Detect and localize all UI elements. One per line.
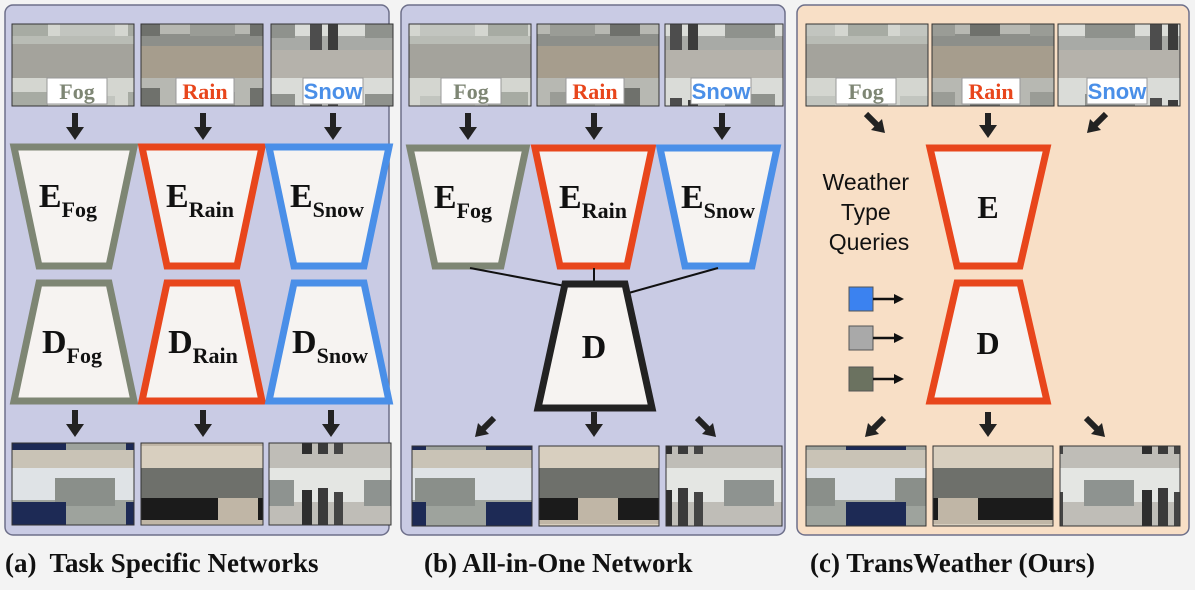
svg-text:ERain: ERain xyxy=(166,178,234,222)
decoder-c xyxy=(925,279,1052,405)
decoder-c-label: D xyxy=(976,325,999,361)
output-image-rain-b xyxy=(538,445,660,527)
encoder-fog-b-label: E xyxy=(434,179,457,216)
svg-text:ERain: ERain xyxy=(559,179,627,223)
down-arrow-icon xyxy=(66,410,340,437)
input-label-rain-b: Rain xyxy=(572,79,617,104)
panel-c-background xyxy=(796,4,1190,536)
encoder-rain-b xyxy=(530,144,657,270)
encoder-rain-a xyxy=(137,143,267,270)
encoder-fog-b-sub: Fog xyxy=(457,198,492,223)
encoder-fog-b xyxy=(405,144,531,270)
caption-c: (c) TransWeather (Ours) xyxy=(810,548,1095,578)
encoder-c xyxy=(925,144,1052,270)
decoder-fog-a xyxy=(9,279,139,405)
down-arrow-icon xyxy=(66,113,342,140)
input-label-snow-a: Snow xyxy=(304,79,364,104)
encoder-fog-a-label: E xyxy=(39,178,62,215)
output-image-rain-a xyxy=(140,442,264,526)
output-image-snow-c xyxy=(1059,445,1181,527)
input-label-snow-b: Snow xyxy=(692,79,752,104)
encoder-rain-a-label: E xyxy=(166,178,189,215)
caption-b: (b) All-in-One Network xyxy=(424,548,692,578)
encoder-snow-b-sub: Snow xyxy=(704,198,755,223)
encoder-snow-b xyxy=(655,144,782,270)
input-label-fog-c: Fog xyxy=(848,79,883,104)
diagonal-arrow-icon xyxy=(475,412,716,437)
decoder-rain-a-label: D xyxy=(168,324,193,361)
input-label-snow-c: Snow xyxy=(1088,79,1148,104)
decoder-rain-a-sub: Rain xyxy=(193,343,238,368)
input-label-rain-c: Rain xyxy=(968,79,1013,104)
panel-b: Fog Rain Snow EFog ERain ESnow D xyxy=(405,23,784,527)
input-label-fog-b: Fog xyxy=(453,79,488,104)
down-arrow-icon xyxy=(459,113,731,140)
query-square-icon xyxy=(848,286,904,392)
queries-label-line1: Weather xyxy=(823,169,910,195)
decoder-snow-a-sub: Snow xyxy=(317,343,368,368)
panel-a: Fog Rain Snow EFog ERain ESnow DFog DRai… xyxy=(9,23,394,526)
output-image-snow-b xyxy=(665,445,783,527)
encoder-rain-b-sub: Rain xyxy=(582,198,627,223)
decoder-fog-a-sub: Fog xyxy=(67,343,102,368)
shared-decoder-b-label: D xyxy=(582,329,607,366)
encoder-fog-a xyxy=(9,143,139,270)
decoder-snow-a-label: D xyxy=(292,324,317,361)
svg-text:DRain: DRain xyxy=(168,324,238,368)
caption-a: (a) Task Specific Networks xyxy=(5,548,319,578)
svg-text:EFog: EFog xyxy=(39,178,97,222)
output-image-snow-a xyxy=(268,442,392,526)
shared-decoder-b xyxy=(533,280,657,412)
output-image-fog-b xyxy=(411,445,533,527)
svg-text:EFog: EFog xyxy=(434,179,492,223)
panel-c: Fog Rain Snow Weather Type Queries xyxy=(805,23,1181,527)
output-image-rain-c xyxy=(932,445,1054,527)
queries-label-line2: Type xyxy=(841,199,891,225)
decoder-rain-a xyxy=(137,279,267,405)
encoder-snow-a xyxy=(264,143,394,270)
decoder-fog-a-label: D xyxy=(42,324,67,361)
encoder-snow-a-sub: Snow xyxy=(313,197,364,222)
encoder-snow-a-label: E xyxy=(290,178,313,215)
diagonal-arrow-icon xyxy=(863,111,1109,138)
svg-text:DSnow: DSnow xyxy=(292,324,368,368)
input-label-rain-a: Rain xyxy=(182,79,227,104)
input-label-fog-a: Fog xyxy=(59,79,94,104)
output-image-fog-c xyxy=(805,445,927,527)
decoder-snow-a xyxy=(264,279,394,405)
diagonal-arrow-icon xyxy=(865,412,1105,437)
encoder-fog-a-sub: Fog xyxy=(62,197,97,222)
svg-text:ESnow: ESnow xyxy=(681,179,755,223)
encoder-c-label: E xyxy=(977,189,998,225)
svg-text:DFog: DFog xyxy=(42,324,102,368)
svg-text:ESnow: ESnow xyxy=(290,178,364,222)
encoder-snow-b-label: E xyxy=(681,179,704,216)
encoder-rain-a-sub: Rain xyxy=(189,197,234,222)
queries-label-line3: Queries xyxy=(829,229,910,255)
output-image-fog-a xyxy=(11,442,135,526)
queries-label: Weather Type Queries xyxy=(823,169,916,255)
encoder-rain-b-label: E xyxy=(559,179,582,216)
